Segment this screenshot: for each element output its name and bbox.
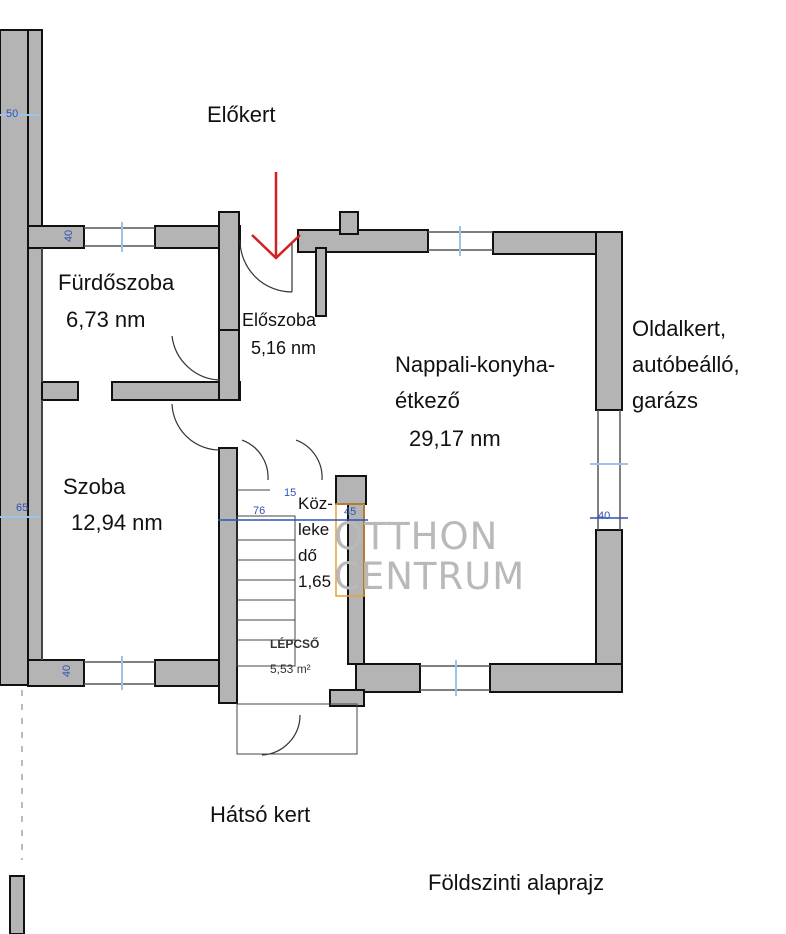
- dim-40-right: 40: [598, 510, 611, 522]
- staircase: [236, 489, 358, 755]
- room-bathroom-name: Fürdőszoba: [58, 270, 175, 295]
- corridor-outline: [335, 503, 365, 597]
- room-hall-area: 5,16 nm: [251, 338, 317, 358]
- label-front-garden: Előkert: [207, 102, 276, 127]
- label-side-garden-line2: autóbeálló,: [632, 352, 740, 377]
- watermark-centrum: CENTRUM: [334, 555, 526, 598]
- stairs-name: LÉPCSŐ: [270, 637, 320, 651]
- dimension-markers: [218, 517, 628, 521]
- room-hall-name: Előszoba: [242, 310, 317, 330]
- room-living-name2: étkező: [395, 388, 460, 413]
- room-corridor-line2: leke: [298, 520, 330, 539]
- room-living-name: Nappali-konyha-: [395, 352, 556, 377]
- room-corridor-area: 1,65: [298, 572, 332, 591]
- dim-15: 15: [284, 487, 297, 499]
- room-corridor-line1: Köz-: [298, 494, 333, 513]
- label-side-garden-line1: Oldalkert,: [632, 316, 727, 341]
- dim-40-top: 40: [63, 229, 76, 243]
- watermark-otthon: OTTHON: [334, 515, 499, 558]
- windows: [41, 227, 621, 691]
- dim-65: 65: [16, 502, 29, 514]
- window-markers: [0, 114, 628, 696]
- dim-76: 76: [253, 505, 266, 517]
- label-side-garden-line3: garázs: [632, 388, 699, 413]
- dim-45: 45: [344, 506, 357, 518]
- room-room-name: Szoba: [63, 474, 126, 499]
- boundary-post: [9, 875, 25, 934]
- dim-50: 50: [6, 108, 19, 120]
- stairs-area: 5,53 m²: [270, 662, 311, 676]
- entrance-arrow: [251, 172, 301, 260]
- room-bathroom-area: 6,73 nm: [66, 307, 146, 332]
- room-room-area: 12,94 nm: [71, 510, 163, 535]
- label-back-garden: Hátsó kert: [210, 802, 311, 827]
- room-corridor-line3: dő: [298, 546, 317, 565]
- room-living-area: 29,17 nm: [409, 426, 501, 451]
- label-plan-title: Földszinti alaprajz: [428, 870, 605, 895]
- dim-40-bottom: 40: [61, 664, 74, 678]
